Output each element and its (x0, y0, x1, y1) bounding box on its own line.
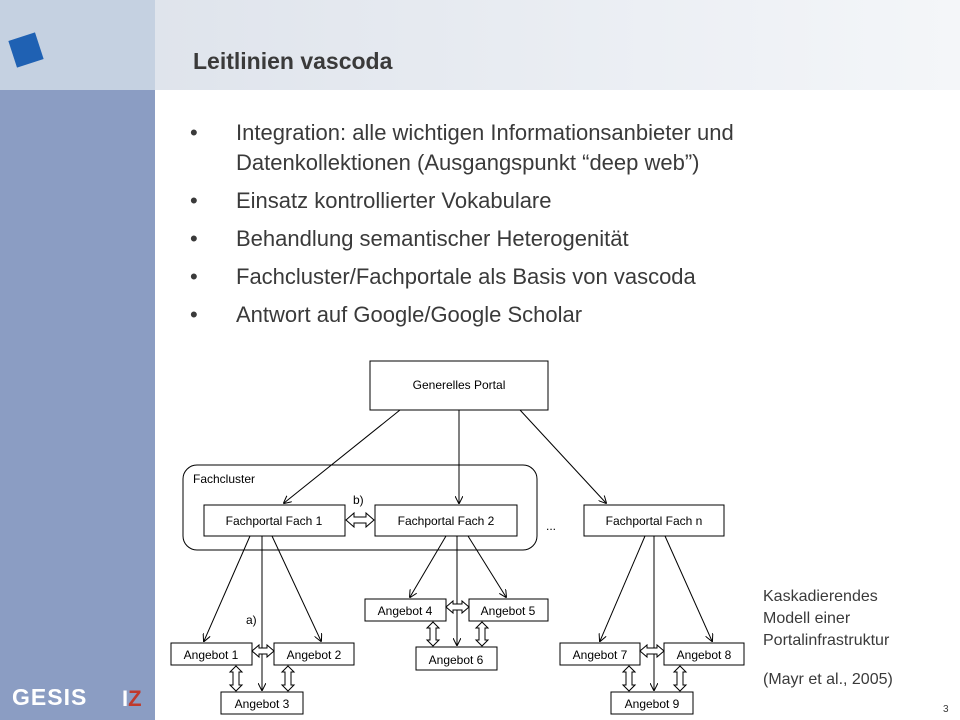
label-b: b) (353, 493, 364, 507)
angebot-boxes: Angebot 1 Angebot 2 Angebot 3 Angebot 4 … (170, 598, 745, 715)
caption-line: Modell einer (763, 610, 851, 627)
bullet-text: Datenkollektionen (Ausgangspunkt “deep w… (236, 150, 700, 175)
angebot-1-box (170, 642, 253, 666)
angebot-3-label: Angebot 3 (235, 697, 290, 711)
label-a: a) (246, 613, 257, 627)
slide-title: Leitlinien vascoda (193, 48, 393, 74)
angebot-5-label: Angebot 5 (481, 604, 536, 618)
portal-n-label: Fachportal Fach n (606, 514, 703, 528)
double-arrow-v5-icon (474, 621, 490, 647)
iz-logo: IZ (122, 686, 142, 712)
vertical-double-arrows (228, 621, 688, 692)
bullet-item: • Antwort auf Google/Google Scholar (190, 300, 890, 330)
bullet-icon: • (190, 188, 198, 213)
angebot-6-label: Angebot 6 (429, 653, 484, 667)
ellipsis-label: ... (546, 519, 556, 533)
iz-logo-z: Z (128, 686, 142, 711)
sidebar (0, 0, 155, 720)
angebot-8-box (663, 642, 745, 666)
bullet-text: Einsatz kontrollierter Vokabulare (236, 188, 552, 213)
double-arrow-portal12-icon (345, 511, 375, 529)
bullet-item: • Fachcluster/Fachportale als Basis von … (190, 262, 890, 292)
bullet-list: • Integration: alle wichtigen Informatio… (190, 118, 890, 338)
bullet-item: • Integration: alle wichtigen Informatio… (190, 118, 890, 148)
angebot-4-box (364, 598, 447, 622)
horizontal-double-arrows (251, 511, 665, 659)
bullet-text: Integration: alle wichtigen Informations… (236, 120, 734, 145)
bullet-item: • Behandlung semantischer Heterogenität (190, 224, 890, 254)
top-portal-box (369, 360, 549, 411)
double-arrow-a12-icon (251, 643, 275, 659)
angebot-3-box (220, 691, 304, 715)
angebot-7-label: Angebot 7 (573, 648, 628, 662)
double-arrow-v8-icon (672, 665, 688, 692)
portal-2-box (374, 504, 518, 537)
gesis-logo: GESIS (12, 684, 88, 710)
double-arrow-a45-icon (445, 599, 470, 615)
angebot-9-box (610, 691, 694, 715)
portal-n-box (583, 504, 725, 537)
bullet-text: Antwort auf Google/Google Scholar (236, 302, 583, 327)
portal-1-box (203, 504, 346, 537)
angebot-7-box (559, 642, 641, 666)
diagram-caption: Kaskadierendes Modell einer Portalinfras… (763, 586, 889, 652)
angebot-2-box (273, 642, 355, 666)
double-arrow-v7-icon (621, 665, 637, 692)
bullet-item-continued: Datenkollektionen (Ausgangspunkt “deep w… (190, 148, 890, 178)
portal-1-label: Fachportal Fach 1 (226, 514, 323, 528)
iz-logo-i: I (122, 686, 129, 711)
bullet-text: Behandlung semantischer Heterogenität (236, 226, 629, 251)
header-band (155, 0, 960, 90)
angebot-5-box (468, 598, 549, 622)
bullet-text: Fachcluster/Fachportale als Basis von va… (236, 264, 696, 289)
caption-line: Kaskadierendes (763, 588, 878, 605)
bullet-item: • Einsatz kontrollierter Vokabulare (190, 186, 890, 216)
caption-line: Portalinfrastruktur (763, 632, 890, 649)
portal-arrows (204, 535, 712, 690)
bullet-icon: • (190, 264, 198, 289)
top-portal-label: Generelles Portal (413, 378, 506, 392)
citation: (Mayr et al., 2005) (763, 671, 893, 688)
angebot-6-box (415, 646, 498, 671)
top-arrows (284, 409, 606, 503)
double-arrow-v4-icon (425, 621, 441, 647)
fachcluster-box (182, 464, 538, 551)
page-number: 3 (943, 704, 949, 715)
portal-2-label: Fachportal Fach 2 (398, 514, 495, 528)
bullet-icon: • (190, 226, 198, 251)
angebot-2-label: Angebot 2 (287, 648, 342, 662)
double-arrow-a78-icon (639, 643, 665, 659)
bullet-icon: • (190, 302, 198, 327)
double-arrow-v1-icon (228, 665, 244, 692)
bullet-icon: • (190, 120, 198, 145)
angebot-8-label: Angebot 8 (677, 648, 732, 662)
angebot-9-label: Angebot 9 (625, 697, 680, 711)
double-arrow-v2-icon (280, 665, 296, 692)
angebot-1-label: Angebot 1 (184, 648, 239, 662)
angebot-4-label: Angebot 4 (378, 604, 433, 618)
fachcluster-label: Fachcluster (193, 472, 255, 486)
